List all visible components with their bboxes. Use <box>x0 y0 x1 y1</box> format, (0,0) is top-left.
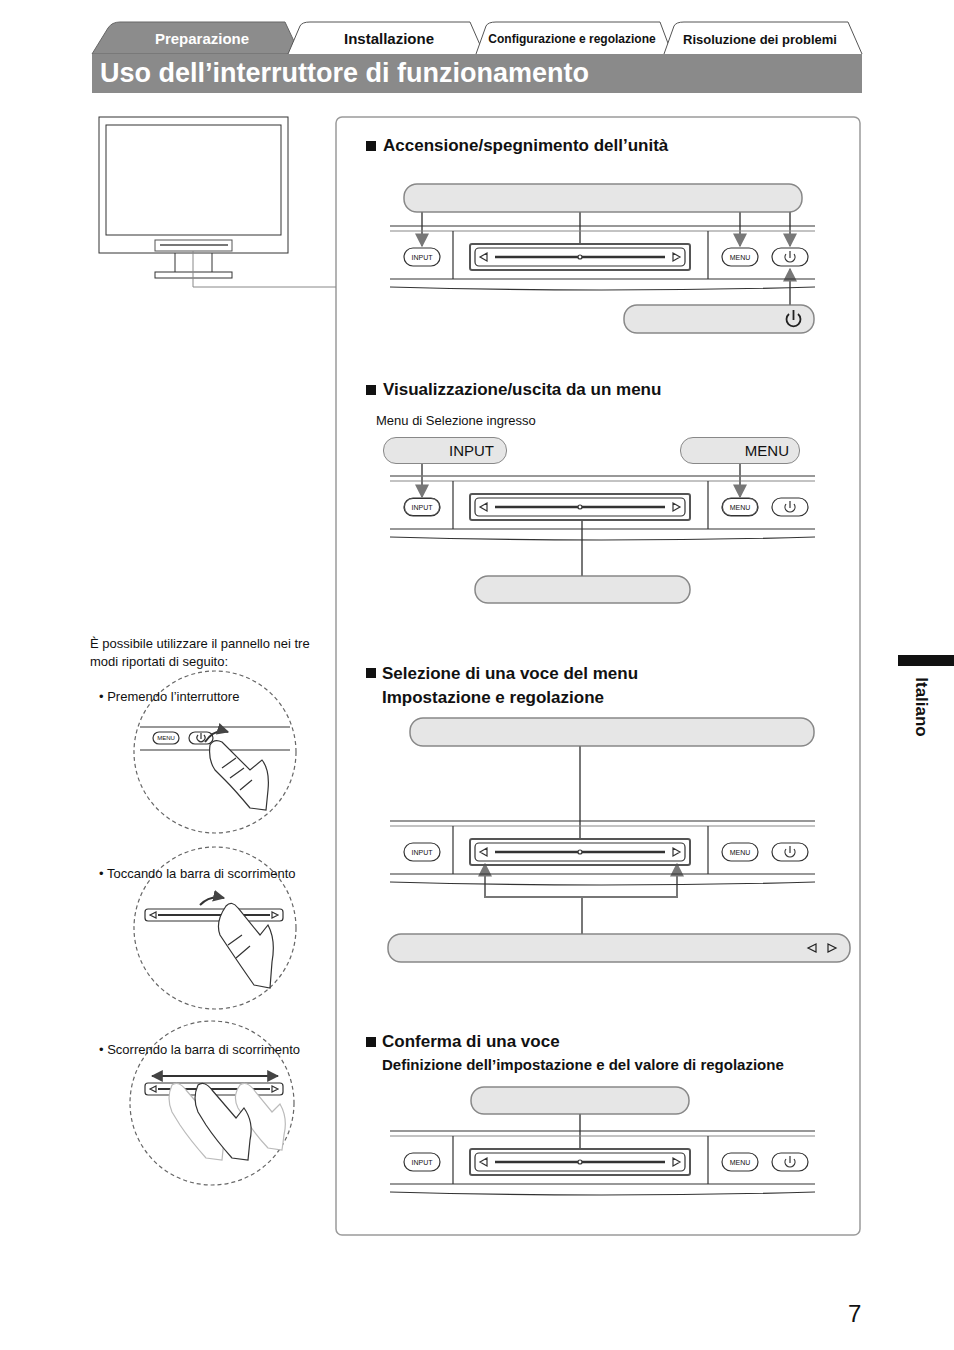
language-tab: Italiano <box>913 677 930 737</box>
section-heading: Selezione di una voce del menu Impostazi… <box>382 662 692 710</box>
menu-caption: Menu di Selezione ingresso <box>376 413 536 428</box>
button-label: MENU <box>730 849 751 856</box>
connector-arrow <box>421 464 423 497</box>
button-label: MENU <box>157 735 175 741</box>
node-text: MENU <box>745 442 789 459</box>
mode-label: • Premendo l’interruttore <box>99 689 239 704</box>
node-text: INPUT <box>412 504 433 511</box>
tab-label: Installazione <box>344 31 434 46</box>
node-text: MENU <box>730 504 751 511</box>
section-heading: Visualizzazione/uscita da un menu <box>383 380 661 400</box>
note-text: È possibile utilizzare il pannello nei t… <box>90 635 325 671</box>
control-panel <box>390 226 815 290</box>
tab-label: Configurazione e regolazione <box>488 33 655 45</box>
callout-box: INPUT <box>383 437 507 464</box>
page-title: Uso dell’interruttore di funzionamento <box>100 58 589 89</box>
button: INPUT <box>404 498 440 516</box>
tab-label: Risoluzione dei problemi <box>683 33 837 46</box>
section-subheading: Definizione dell’impostazione e del valo… <box>382 1056 784 1073</box>
control-panel <box>390 476 815 540</box>
button: MENU <box>722 498 758 516</box>
node-text: INPUT <box>449 442 494 459</box>
section-heading: Conferma di una voce <box>382 1032 560 1052</box>
button-label: INPUT <box>412 254 433 261</box>
page-number: 7 <box>848 1300 861 1328</box>
callout-box: MENU <box>680 437 800 464</box>
connector-arrow <box>739 464 741 497</box>
button-label: MENU <box>730 1159 751 1166</box>
mode-label: • Toccando la barra di scorrimento <box>99 866 296 881</box>
button-label: INPUT <box>412 1159 433 1166</box>
button-label: INPUT <box>412 849 433 856</box>
mode-label: • Scorrendo la barra di scorrimento <box>99 1042 300 1057</box>
control-panel <box>390 1131 815 1195</box>
tab-label: Preparazione <box>155 31 249 46</box>
button-label: MENU <box>730 254 751 261</box>
section-heading: Accensione/spegnimento dell’unità <box>383 136 668 156</box>
control-panel <box>390 821 815 885</box>
